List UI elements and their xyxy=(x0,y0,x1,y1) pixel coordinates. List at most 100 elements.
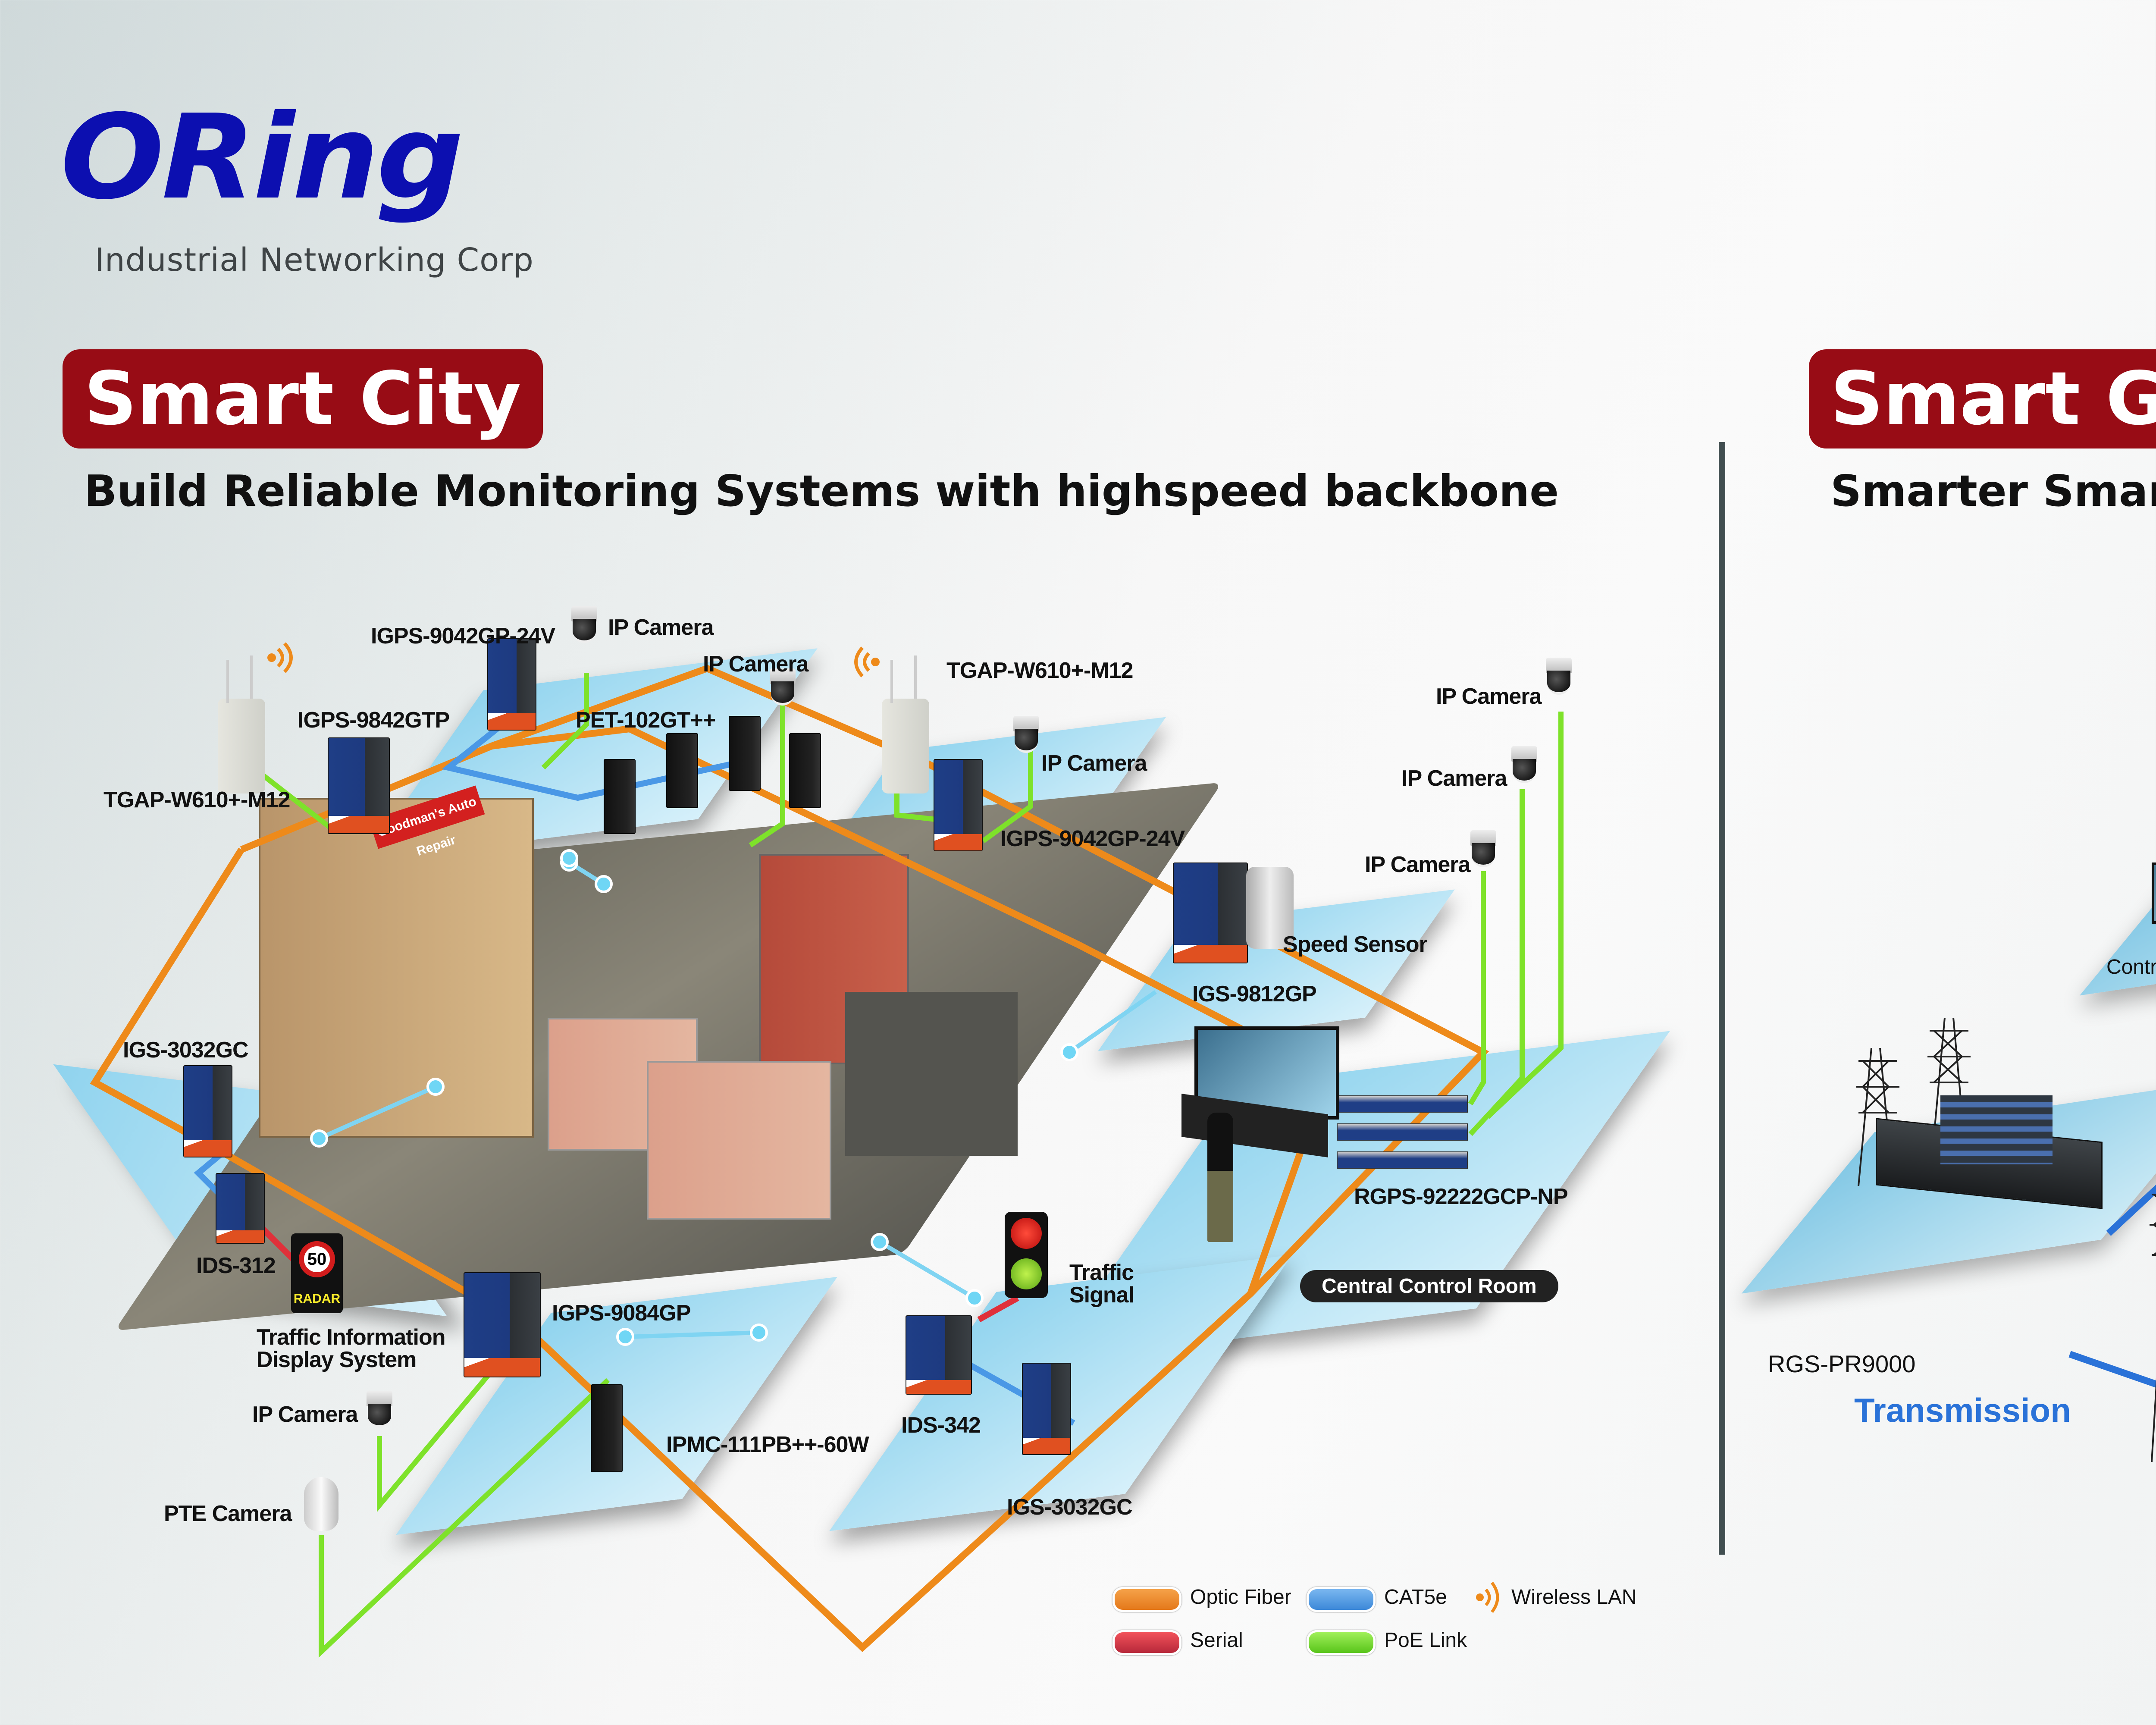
rgps-switch-2 xyxy=(1337,1123,1468,1141)
link-poe-5 xyxy=(981,750,1033,843)
label-ids-312: IDS-312 xyxy=(196,1253,276,1278)
central-control-room-tag: Central Control Room xyxy=(1300,1270,1558,1302)
label-traffic-signal-line2: Signal xyxy=(1069,1283,1134,1308)
building-auto-repair xyxy=(259,798,534,1138)
ip-camera-d-icon xyxy=(1544,658,1574,695)
label-speed-sensor: Speed Sensor xyxy=(1283,932,1428,957)
legend-label-wireless-lan: Wireless LAN xyxy=(1511,1586,1637,1609)
igps-9842gtp-device xyxy=(328,737,390,834)
transmission-towers-icon xyxy=(1856,1017,2156,1462)
label-ip-camera-f: IP Camera xyxy=(1365,852,1470,877)
ip-camera-g-icon xyxy=(364,1391,395,1428)
label-control-center-b: Control Center xyxy=(2106,956,2156,979)
label-traffic-info-display: Traffic Information Display System xyxy=(257,1326,445,1371)
ip-camera-e-icon xyxy=(1509,746,1539,783)
tgap-w610-right-device xyxy=(882,660,929,794)
link-optic-fiber-2 xyxy=(490,665,1489,1296)
igs-9812gp-device xyxy=(1173,862,1248,963)
traffic-light xyxy=(1005,1212,1048,1298)
smart-city-subtitle: Build Reliable Monitoring Systems with h… xyxy=(84,466,1559,516)
red-light-icon xyxy=(1011,1218,1042,1249)
pet-102gt-device-1 xyxy=(604,759,636,834)
igps-9042gp-24v-b-device xyxy=(934,759,983,851)
legend-swatch-optic-fiber xyxy=(1112,1587,1181,1612)
wifi-icon xyxy=(267,642,293,673)
label-rgps-92222gcp-np: RGPS-92222GCP-NP xyxy=(1354,1184,1568,1209)
smart-city-badge: Smart City xyxy=(63,349,543,448)
rgps-switch-3 xyxy=(1337,1151,1468,1169)
legend-label-cat5e: CAT5e xyxy=(1384,1586,1447,1609)
igs-3032gc-left-device xyxy=(183,1065,232,1157)
link-poe xyxy=(257,770,338,834)
label-rgs-pr9000: RGS-PR9000 xyxy=(1768,1350,1916,1377)
label-igs-3032gc-left: IGS-3032GC xyxy=(123,1038,249,1063)
ids-342-device xyxy=(906,1315,972,1395)
link-cat5e-8 xyxy=(1068,990,1157,1054)
label-ip-camera-e: IP Camera xyxy=(1401,766,1507,791)
igps-9042gp-24v-a-device xyxy=(487,638,536,731)
link-grid-power-transmission xyxy=(2106,1184,2156,1236)
speed-sensor-device xyxy=(1246,867,1294,949)
oring-logo: ORing xyxy=(60,89,464,225)
radar-text: RADAR xyxy=(293,1292,341,1306)
legend: Optic Fiber CAT5e Wireless LAN Serial Po… xyxy=(1112,1581,1673,1665)
label-igs-3032gc-bottom: IGS-3032GC xyxy=(1007,1495,1133,1520)
label-igs-9812gp: IGS-9812GP xyxy=(1192,982,1317,1007)
pte-camera-icon xyxy=(304,1477,338,1531)
link-cat5e-6 xyxy=(625,1330,759,1339)
pet-102gt-device-2 xyxy=(666,733,698,808)
label-traffic-signal-line1: Traffic xyxy=(1069,1260,1134,1285)
label-tids-line1: Traffic Information xyxy=(257,1325,445,1350)
igs-3032gc-bottom-device xyxy=(1022,1363,1071,1455)
rgps-switch-1 xyxy=(1337,1095,1468,1113)
legend-swatch-poe-link xyxy=(1307,1630,1376,1655)
legend-swatch-serial xyxy=(1112,1630,1181,1655)
label-tgap-w610-left: TGAP-W610+-M12 xyxy=(103,787,290,812)
smart-grid-subtitle: Smarter Smart Grid with a Multi-Technolo… xyxy=(1830,466,2156,516)
link-poe-6 xyxy=(1485,712,1564,1119)
ip-camera-b-icon xyxy=(768,668,798,706)
heading-transmission: Transmission xyxy=(1854,1391,2071,1429)
link-poe-3 xyxy=(749,703,785,847)
ip-camera-f-icon xyxy=(1468,830,1498,867)
wifi-icon xyxy=(1476,1581,1499,1613)
label-ip-camera-c: IP Camera xyxy=(1041,751,1147,776)
legend-label-poe-link: PoE Link xyxy=(1384,1629,1467,1652)
transmission-building xyxy=(1940,1095,2053,1164)
green-light-icon xyxy=(1011,1258,1042,1289)
smart-grid-links xyxy=(2068,1184,2156,1388)
link-poe-9 xyxy=(377,1344,515,1512)
label-igps-9042gp-24v-b: IGPS-9042GP-24V xyxy=(1000,826,1185,851)
legend-swatch-cat5e xyxy=(1307,1587,1376,1612)
wifi-icon xyxy=(854,646,880,677)
link-cat5e-7 xyxy=(878,1240,976,1300)
legend-label-serial: Serial xyxy=(1190,1629,1243,1652)
label-igps-9042gp-24v-a: IGPS-9042GP-24V xyxy=(371,624,555,649)
link-poe-2 xyxy=(541,673,589,770)
label-traffic-signal: Traffic Signal xyxy=(1069,1261,1134,1306)
smart-grid-badge: Smart Grid xyxy=(1809,349,2156,448)
pet-102gt-device-4 xyxy=(789,733,821,808)
link-serial-2 xyxy=(977,1295,1019,1323)
label-ip-camera-d: IP Camera xyxy=(1436,684,1542,709)
legend-label-optic-fiber: Optic Fiber xyxy=(1190,1586,1291,1609)
label-pte-camera: PTE Camera xyxy=(164,1501,292,1526)
pet-102gt-device-3 xyxy=(729,716,761,791)
label-tgap-w610-right: TGAP-W610+-M12 xyxy=(946,658,1133,683)
building-dark xyxy=(845,992,1018,1156)
ip-camera-a-icon xyxy=(569,606,599,643)
label-ip-camera-g: IP Camera xyxy=(252,1402,358,1427)
tgap-w610-left-device xyxy=(218,660,265,794)
link-poe-8 xyxy=(1468,871,1486,1106)
igps-9084gp-device xyxy=(464,1272,541,1377)
ipmc-111pb-device xyxy=(591,1384,623,1472)
section-divider xyxy=(1719,442,1725,1555)
link-cat5e-4 xyxy=(318,1085,437,1141)
oring-tagline: Industrial Networking Corp xyxy=(95,242,534,279)
speed-limit-value: 50 xyxy=(299,1241,335,1277)
label-ids-342: IDS-342 xyxy=(901,1413,981,1438)
building-pink-b xyxy=(647,1061,831,1220)
operator-person xyxy=(1207,1113,1233,1242)
label-tids-line2: Display System xyxy=(257,1347,417,1372)
link-poe-10 xyxy=(319,1378,610,1658)
